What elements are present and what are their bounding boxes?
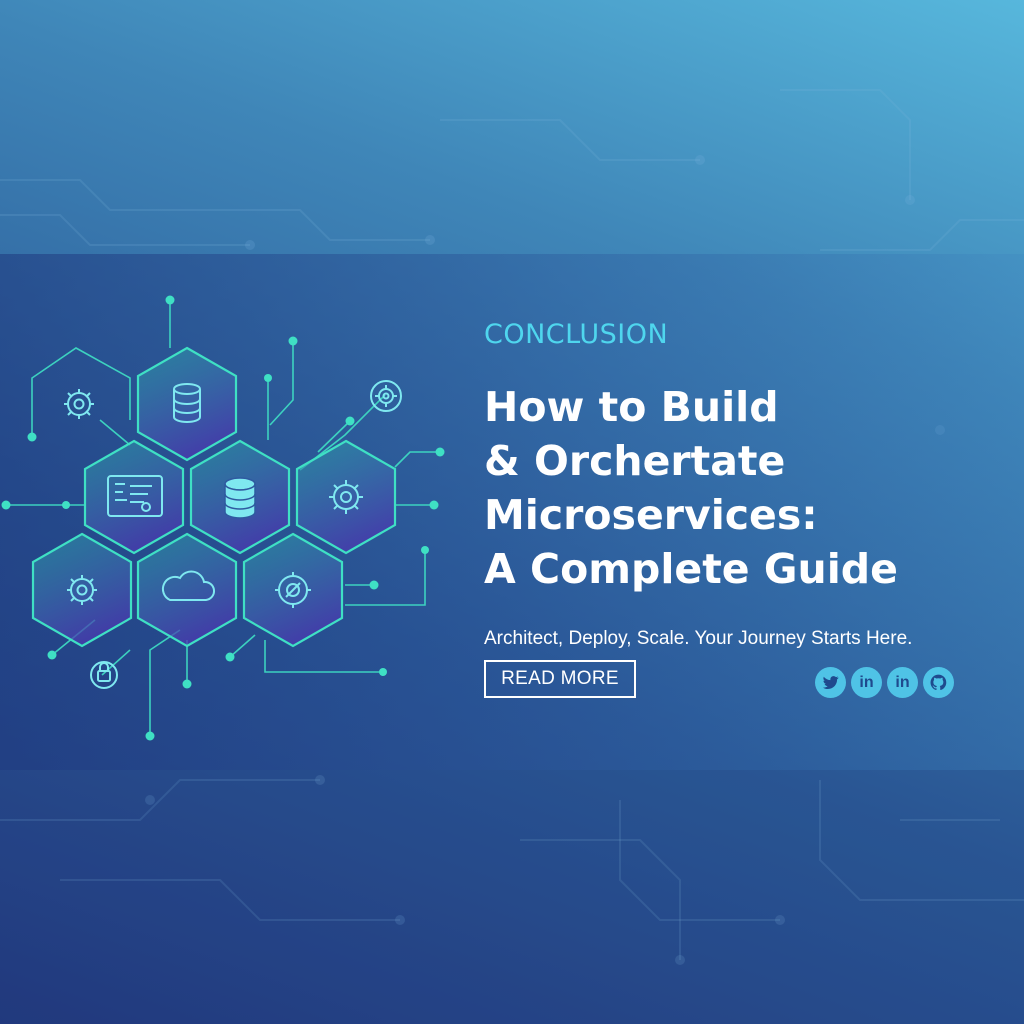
database-icon	[173, 383, 201, 423]
github-icon	[930, 674, 947, 691]
dashboard-icon	[107, 475, 163, 517]
service-hex-cloud	[136, 532, 238, 648]
gear-icon	[329, 480, 363, 514]
linkedin-button[interactable]: in	[851, 667, 882, 698]
bottom-band	[0, 770, 1024, 1024]
gear-icon	[64, 389, 94, 419]
title-line: A Complete Guide	[484, 545, 898, 593]
service-hex-gear-left	[31, 532, 133, 648]
linkedin-icon: in	[859, 673, 874, 691]
microservices-illustration	[1, 295, 445, 741]
service-hex-dashboard	[83, 439, 185, 555]
title-line: How to Build	[484, 383, 779, 431]
title-line: Microservices:	[484, 491, 818, 539]
twitter-icon	[822, 676, 839, 689]
database-icon	[224, 477, 256, 519]
linkedin-icon: in	[895, 673, 910, 691]
github-button[interactable]	[923, 667, 954, 698]
title-line: & Orchertate	[484, 437, 786, 485]
eyebrow-label: CONCLUSION	[484, 319, 669, 350]
read-more-button[interactable]: READ MORE	[484, 660, 636, 698]
linkedin-button[interactable]: in	[887, 667, 918, 698]
gear-icon	[67, 575, 97, 605]
subtitle: Architect, Deploy, Scale. Your Journey S…	[484, 628, 913, 649]
service-hex-gear-right	[295, 439, 397, 555]
hero-text: CONCLUSION How to Build & Orchertate Mic…	[484, 316, 1004, 652]
page-title: How to Build & Orchertate Microservices:…	[484, 380, 1004, 596]
gear-icon	[370, 380, 402, 412]
settings-icon	[275, 572, 311, 608]
social-links: in in	[815, 667, 954, 698]
cloud-icon	[161, 570, 215, 601]
twitter-button[interactable]	[815, 667, 846, 698]
lock-icon	[90, 661, 118, 689]
